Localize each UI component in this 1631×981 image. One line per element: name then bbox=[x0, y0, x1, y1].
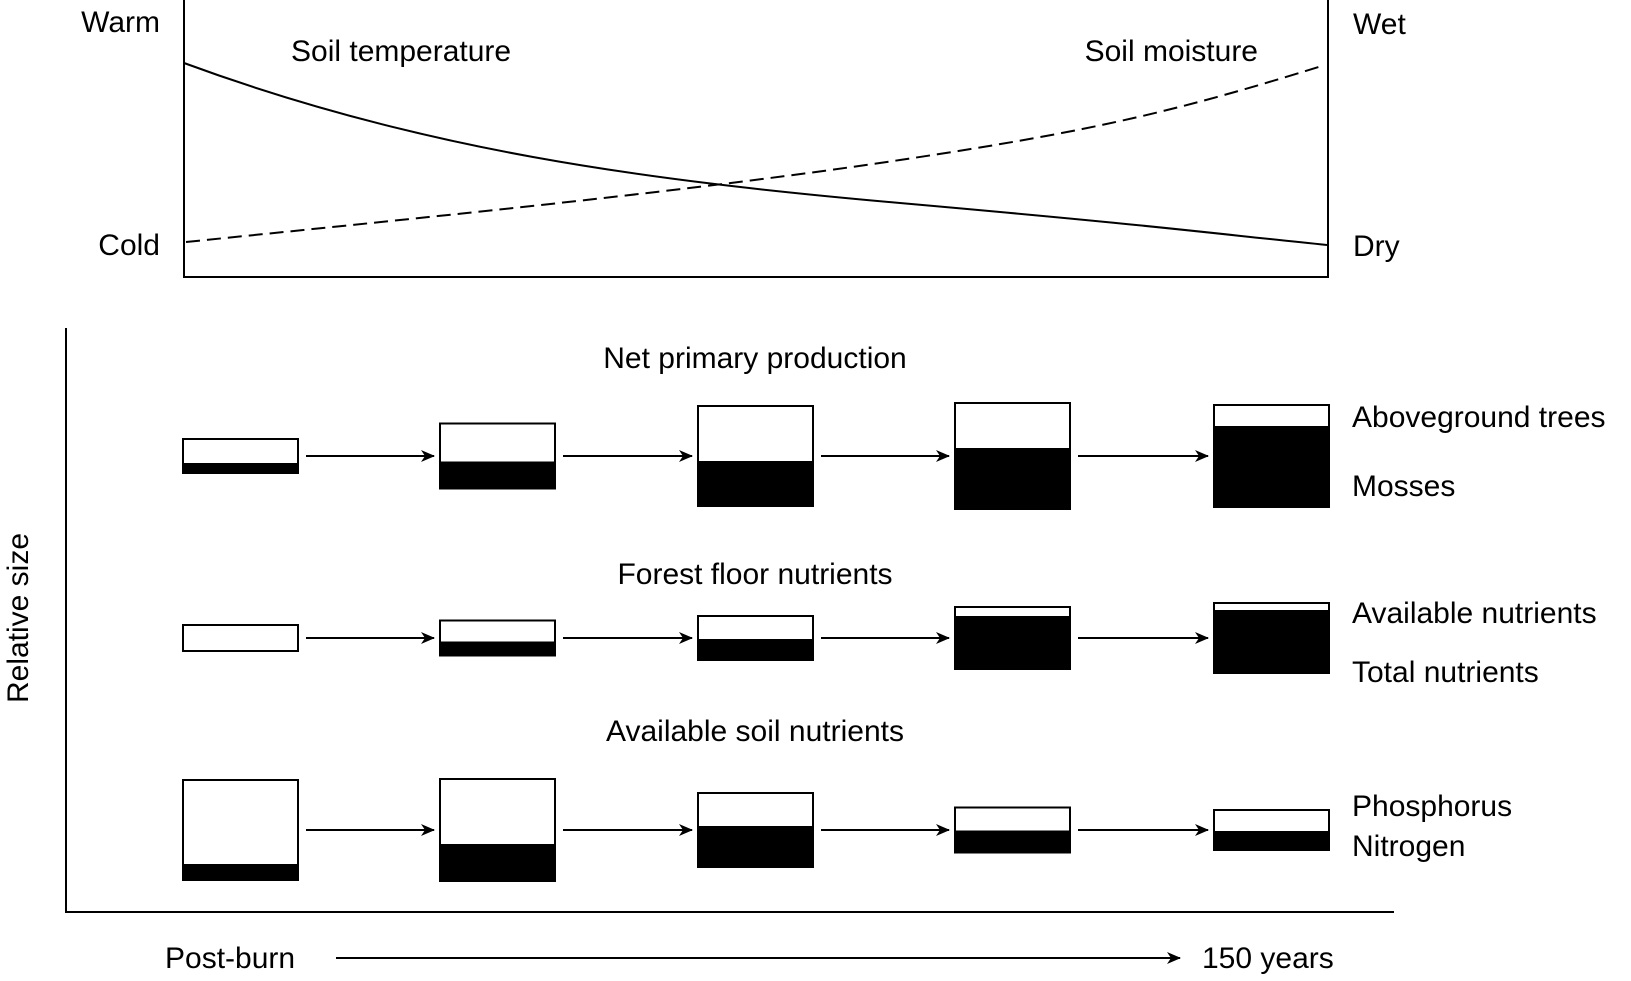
row-1-bottom-label: Mosses bbox=[1352, 470, 1455, 503]
row-2-box-1 bbox=[182, 624, 299, 652]
row-3-box-5-fill bbox=[1213, 831, 1330, 851]
row-1-top-label: Aboveground trees bbox=[1352, 401, 1606, 434]
y-axis-label: Relative size bbox=[2, 533, 35, 703]
row-2-top-label: Available nutrients bbox=[1352, 597, 1597, 630]
row-3-box-2-fill bbox=[439, 844, 556, 882]
row-1-box-5-fill bbox=[1213, 426, 1330, 508]
row-2-box-5-fill bbox=[1213, 610, 1330, 674]
left-axis-top-label: Warm bbox=[81, 6, 160, 39]
row-3-box-3-fill bbox=[697, 826, 814, 868]
soil-temperature-label: Soil temperature bbox=[291, 35, 511, 68]
row-1-title: Net primary production bbox=[603, 342, 906, 375]
soil-moisture-label: Soil moisture bbox=[1085, 35, 1258, 68]
row-1-box-4-fill bbox=[954, 448, 1071, 510]
row-3-top-label: Phosphorus bbox=[1352, 790, 1512, 823]
soil-moisture-line bbox=[185, 64, 1326, 243]
row-2-box-3-fill bbox=[697, 639, 814, 661]
row-3-bottom-label: Nitrogen bbox=[1352, 830, 1465, 863]
left-axis-bottom-label: Cold bbox=[98, 229, 160, 262]
row-2-title: Forest floor nutrients bbox=[617, 558, 892, 591]
row-3-box-1-fill bbox=[182, 864, 299, 881]
soil-temperature-line bbox=[183, 62, 1328, 246]
x-axis-end-label: 150 years bbox=[1202, 942, 1334, 975]
row-3-title: Available soil nutrients bbox=[606, 715, 904, 748]
row-1-box-2-fill bbox=[439, 461, 556, 490]
row-2-box-2-fill bbox=[439, 641, 556, 657]
row-3-box-4-fill bbox=[954, 830, 1071, 854]
bottom-panel: Relative size Post-burn 150 years Net pr… bbox=[2, 328, 1606, 975]
right-axis-bottom-label: Dry bbox=[1353, 230, 1400, 263]
row-2-box-4-fill bbox=[954, 616, 1071, 670]
row-2-bottom-label: Total nutrients bbox=[1352, 656, 1539, 689]
row-1-box-1-fill bbox=[182, 463, 299, 474]
row-3-box-1 bbox=[182, 779, 299, 881]
boxes-layer bbox=[182, 402, 1330, 882]
top-panel: Warm Cold Wet Dry Soil temperature Soil … bbox=[81, 0, 1406, 278]
right-axis-top-label: Wet bbox=[1353, 8, 1406, 41]
x-axis-start-label: Post-burn bbox=[165, 942, 295, 975]
bottom-panel-axes bbox=[65, 328, 1394, 913]
top-panel-frame bbox=[183, 0, 1329, 278]
row-1-box-3-fill bbox=[697, 461, 814, 507]
